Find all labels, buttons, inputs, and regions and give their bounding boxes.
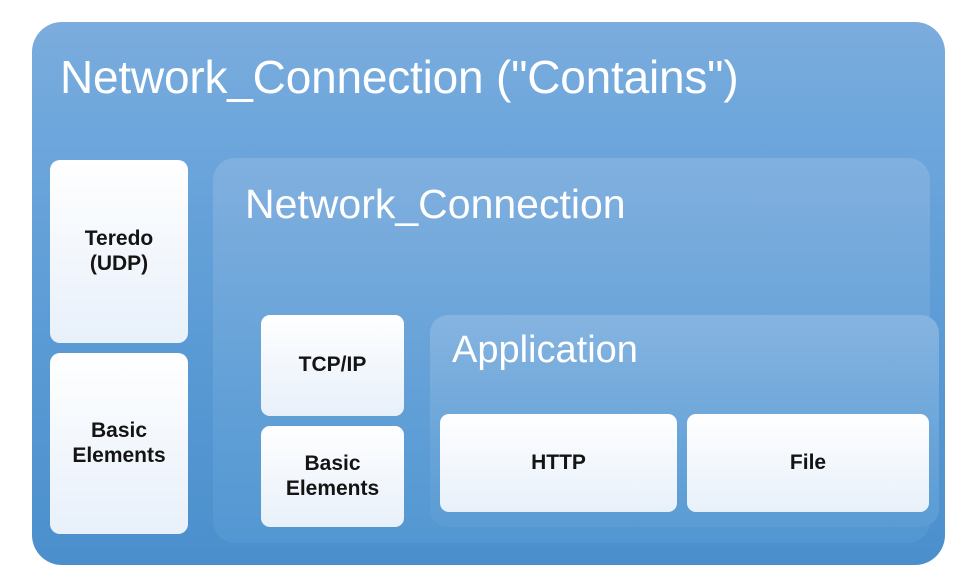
outer-panel-title: Network_Connection ("Contains")	[60, 51, 739, 103]
box-http-label: HTTP	[531, 450, 586, 474]
box-file-label: File	[789, 450, 827, 474]
outer-left-column: Teredo (UDP) Basic Elements	[50, 160, 188, 534]
box-basic-elements-inner[interactable]: Basic Elements	[261, 426, 404, 527]
application-items-row: HTTP File	[440, 414, 929, 512]
box-http[interactable]: HTTP	[440, 414, 677, 512]
box-tcp-ip[interactable]: TCP/IP	[261, 315, 404, 416]
box-basic-elements-outer[interactable]: Basic Elements	[50, 353, 188, 534]
inner-panel-title: Network_Connection	[245, 181, 626, 227]
application-panel: Application HTTP File	[430, 315, 939, 527]
box-teredo-udp[interactable]: Teredo (UDP)	[50, 160, 188, 343]
box-basic-elements-inner-label: Basic Elements	[285, 451, 380, 500]
box-file[interactable]: File	[687, 414, 929, 512]
box-teredo-udp-label: Teredo (UDP)	[84, 226, 154, 275]
inner-left-column: TCP/IP Basic Elements	[261, 315, 404, 527]
box-basic-elements-outer-label: Basic Elements	[72, 418, 166, 467]
box-tcp-ip-label: TCP/IP	[298, 353, 367, 377]
inner-panel-network-connection: Network_Connection TCP/IP Basic Elements…	[213, 158, 939, 543]
application-panel-title: Application	[452, 329, 638, 371]
outer-panel-network-connection-contains: Network_Connection ("Contains") Teredo (…	[32, 22, 945, 565]
